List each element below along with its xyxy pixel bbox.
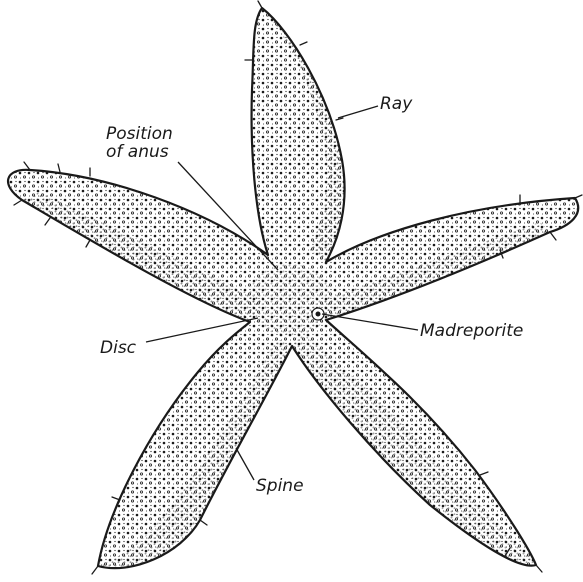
label-madreporite: Madreporite — [420, 323, 523, 340]
leader-ray — [338, 106, 378, 118]
label-position-of-anus-line1: Position — [106, 126, 173, 143]
label-ray: Ray — [380, 96, 412, 113]
label-position-of-anus-line2: of anus — [106, 144, 169, 161]
leader-spine — [236, 448, 254, 480]
label-disc: Disc — [100, 340, 136, 357]
ray-shading-lower-right — [292, 330, 536, 566]
label-spine: Spine — [256, 478, 304, 495]
leader-madreporite — [322, 314, 418, 330]
central-disc — [248, 264, 332, 336]
